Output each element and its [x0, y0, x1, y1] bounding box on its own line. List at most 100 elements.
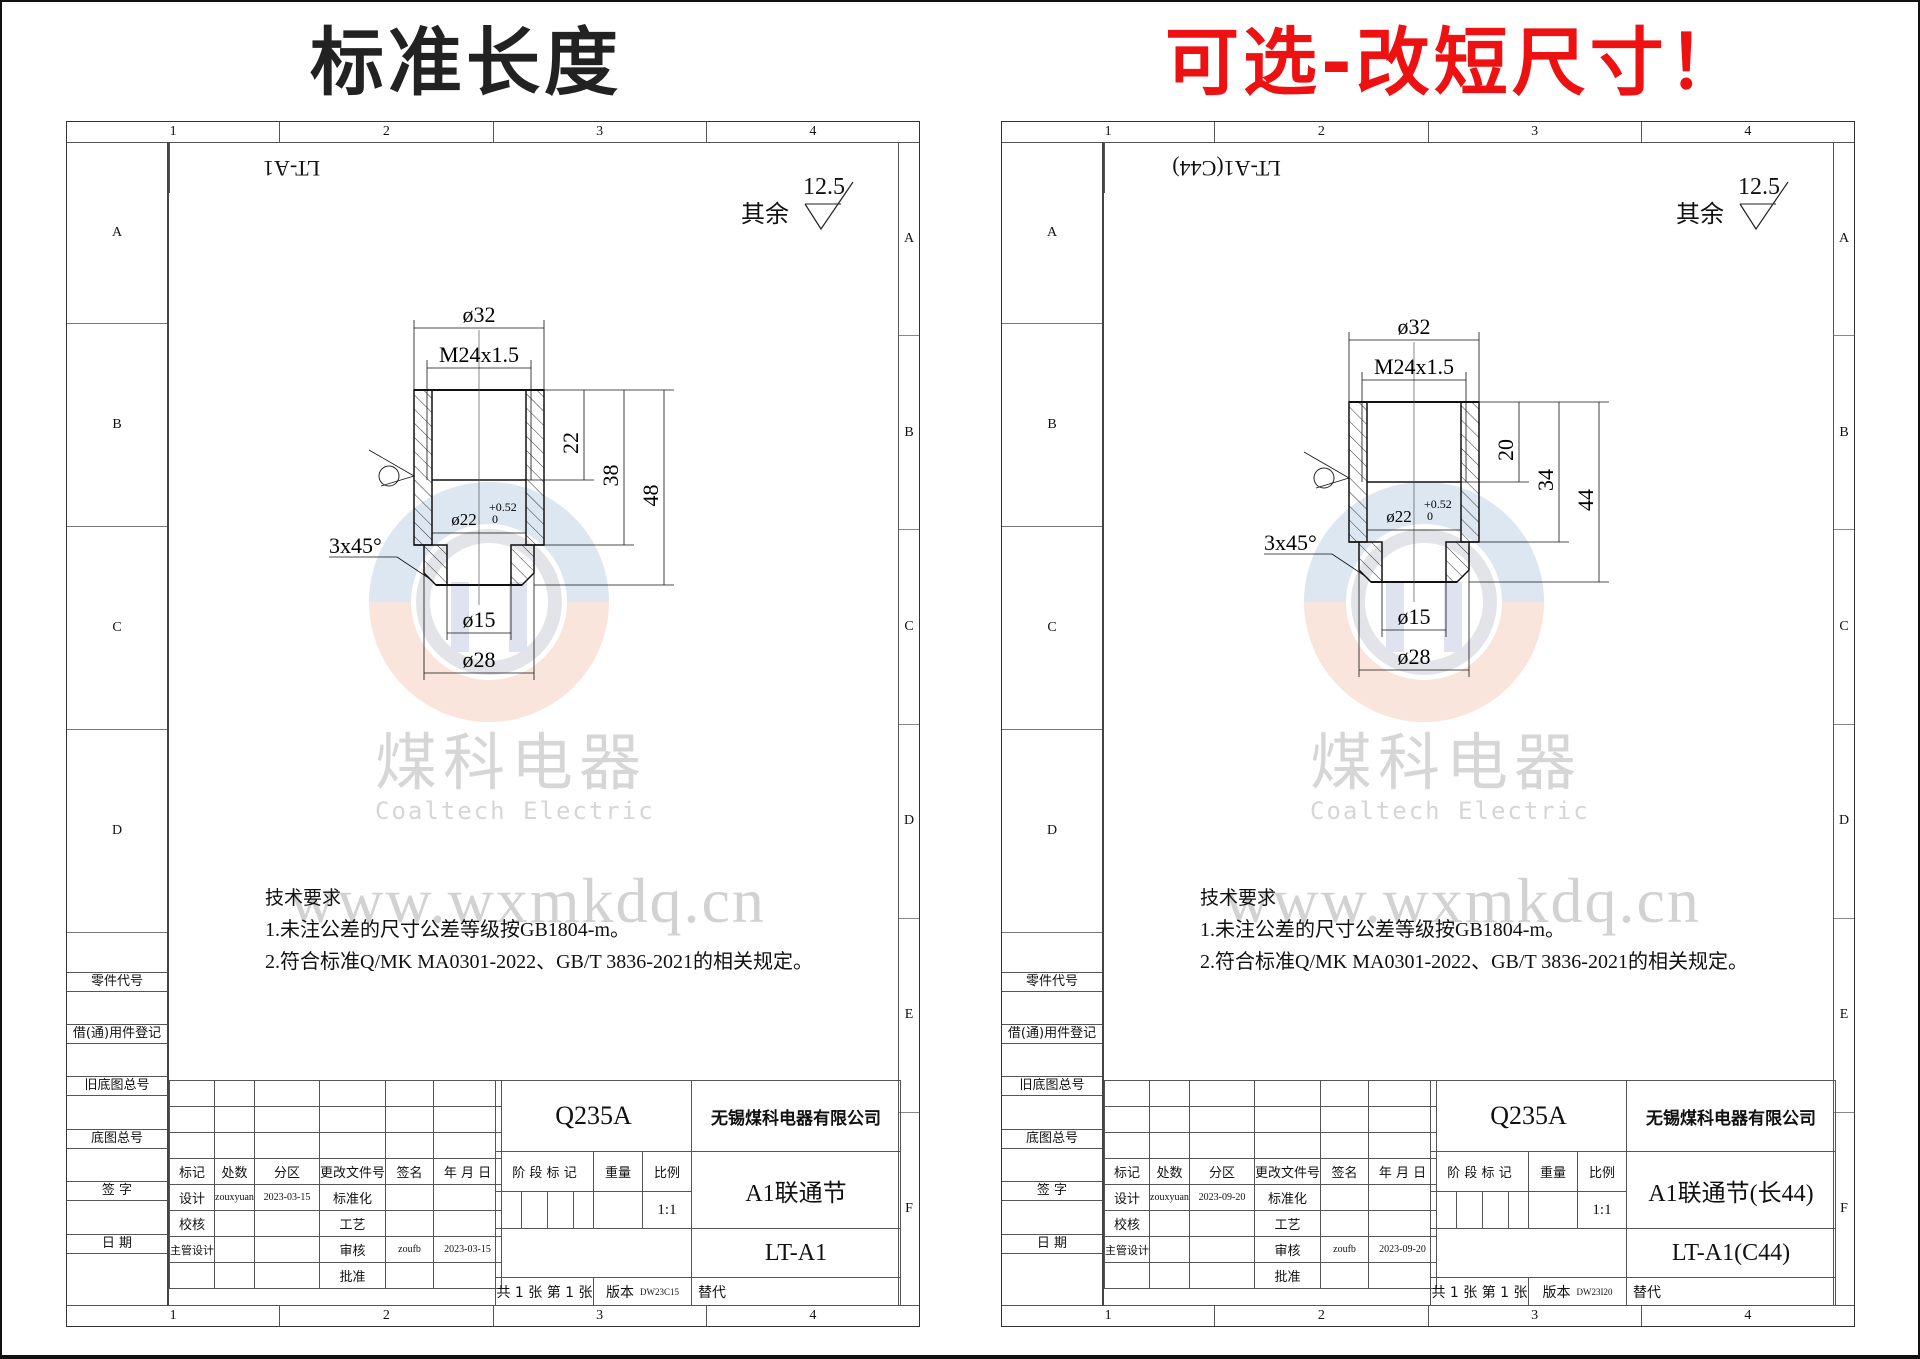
- roughness-triangle-icon: [1739, 181, 1789, 231]
- check-label: 校核: [1104, 1210, 1150, 1237]
- review-label: 审核: [1253, 1236, 1322, 1263]
- review-date: 2023-09-20: [1368, 1236, 1438, 1263]
- weight-label: 重量: [1528, 1151, 1578, 1192]
- signature-label: 签 字: [1002, 1181, 1102, 1201]
- base-drawing-label: 底图总号: [1002, 1129, 1102, 1149]
- row-label: A: [67, 142, 167, 324]
- borrowed-part-label: 借(通)用件登记: [67, 1024, 167, 1044]
- column-label: 4: [1744, 1308, 1752, 1323]
- column-label: 4: [809, 124, 817, 139]
- process-label: 工艺: [318, 1210, 387, 1237]
- date-label: 日 期: [1002, 1234, 1102, 1254]
- technical-requirements: 技术要求 1.未注公差的尺寸公差等级按GB1804-m。 2.符合标准Q/MK …: [265, 882, 813, 978]
- column-ruler-top: 1 2 3 4: [1002, 122, 1854, 143]
- scale-value: 1:1: [1577, 1191, 1627, 1229]
- row-label: F: [905, 1201, 913, 1217]
- version-value: DW23I20: [1576, 1286, 1613, 1297]
- watermark-url: www.wxmkdq.cn: [289, 865, 766, 936]
- row-ruler-right: A B C D E F: [1833, 142, 1854, 1306]
- row-label: A: [1002, 142, 1102, 324]
- version-label: 版本: [606, 1284, 634, 1301]
- revision-approval-table: 标记 处数 分区 更改文件号 签名 年 月 日 设计 zouxyuan 2023…: [1104, 1080, 1438, 1289]
- company-name: 无锡煤科电器有限公司: [1626, 1080, 1836, 1152]
- drawing-number: LT-A1: [691, 1228, 901, 1278]
- row-label: D: [1834, 725, 1854, 919]
- column-label: 2: [280, 122, 494, 142]
- surface-roughness-note: 其余 12.5: [1676, 174, 1806, 244]
- dimension-neck-diameter: ø28: [463, 647, 496, 672]
- roughness-label: 其余: [1676, 200, 1724, 228]
- watermark-url: www.wxmkdq.cn: [1224, 865, 1701, 936]
- version-cell: 版本 DW23C15: [593, 1277, 692, 1306]
- dimension-thread-depth: 20: [1493, 439, 1518, 461]
- review-date: 2023-03-15: [433, 1236, 503, 1263]
- drawing-sheet-shortened: 1 2 3 4 1 2 3 4 A B C D E F A B C D 零件代号…: [1001, 121, 1855, 1327]
- column-label: 4: [1744, 124, 1752, 139]
- revision-header-row: 标记 处数 分区 更改文件号 签名 年 月 日: [1104, 1158, 1438, 1185]
- header-change-doc: 更改文件号: [318, 1158, 387, 1185]
- signature-label: 签 字: [67, 1181, 167, 1201]
- column-ruler-bottom: 1 2 3 4: [67, 1305, 919, 1326]
- header-count: 处数: [1149, 1158, 1190, 1185]
- column-label: 3: [1429, 1306, 1642, 1326]
- row-ruler-right: A B C D E F: [898, 142, 919, 1306]
- row-label: F: [1840, 1201, 1848, 1217]
- weight-label: 重量: [593, 1151, 643, 1192]
- chief-design-label: 主管设计: [169, 1236, 215, 1263]
- left-register-strip: A B C D 零件代号 借(通)用件登记 旧底图总号 底图总号 签 字 日 期: [67, 142, 169, 1306]
- revision-approval-table: 标记 处数 分区 更改文件号 签名 年 月 日 设计 zouxyuan 2023…: [169, 1080, 503, 1289]
- version-cell: 版本 DW23I20: [1528, 1277, 1627, 1306]
- dimension-bore-diameter: ø22: [1386, 507, 1412, 526]
- company-name: 无锡煤科电器有限公司: [691, 1080, 901, 1152]
- dimension-bore-diameter: ø22: [451, 510, 477, 529]
- designer-name: zouxyuan: [1149, 1184, 1190, 1211]
- title-block: 标记 处数 分区 更改文件号 签名 年 月 日 设计 zouxyuan 2023…: [169, 1080, 901, 1306]
- header-count: 处数: [214, 1158, 255, 1185]
- left-register-strip: A B C D 零件代号 借(通)用件登记 旧底图总号 底图总号 签 字 日 期: [1002, 142, 1104, 1306]
- scale-label: 比例: [1577, 1151, 1627, 1192]
- dimension-thread: M24x1.5: [1374, 354, 1454, 379]
- row-label: D: [899, 725, 919, 919]
- dimension-chamfer: 3x45°: [329, 533, 382, 558]
- roughness-value: 12.5: [803, 174, 845, 200]
- row-label: C: [899, 530, 919, 725]
- row-label: C: [67, 526, 167, 730]
- roughness-triangle-icon: [804, 181, 854, 231]
- requirement-item: 2.符合标准Q/MK MA0301-2022、GB/T 3836-2021的相关…: [1200, 951, 1748, 973]
- header-change-doc: 更改文件号: [1253, 1158, 1322, 1185]
- roughness-label: 其余: [741, 200, 789, 228]
- date-label: 日 期: [67, 1234, 167, 1254]
- part-name: A1联通节(长44): [1626, 1151, 1836, 1229]
- column-ruler-top: 1 2 3 4: [67, 122, 919, 143]
- part-code-label: 零件代号: [67, 972, 167, 992]
- dimension-outer-diameter: ø32: [463, 302, 496, 327]
- design-label: 设计: [169, 1184, 215, 1211]
- mirrored-code-box: LT-A1: [169, 142, 413, 193]
- requirement-item: 2.符合标准Q/MK MA0301-2022、GB/T 3836-2021的相关…: [265, 951, 813, 973]
- headline-standard-length: 标准长度: [310, 20, 622, 106]
- dimension-bore-depth: 38: [598, 465, 623, 487]
- column-ruler-bottom: 1 2 3 4: [1002, 1305, 1854, 1326]
- column-label: 3: [494, 1306, 707, 1326]
- scale-value: 1:1: [642, 1191, 692, 1229]
- requirements-title: 技术要求: [265, 887, 342, 909]
- drawing-sheet-standard: 1 2 3 4 1 2 3 4 A B C D E F A B C D 零件代号…: [66, 121, 920, 1327]
- check-label: 校核: [169, 1210, 215, 1237]
- designer-name: zouxyuan: [214, 1184, 255, 1211]
- row-label: B: [1834, 336, 1854, 531]
- approve-label: 批准: [318, 1262, 387, 1289]
- column-label: 3: [1429, 122, 1642, 142]
- dimension-chamfer: 3x45°: [1264, 530, 1317, 555]
- surface-roughness-note: 其余 12.5: [741, 174, 871, 244]
- old-base-drawing-label: 旧底图总号: [67, 1076, 167, 1096]
- technical-requirements: 技术要求 1.未注公差的尺寸公差等级按GB1804-m。 2.符合标准Q/MK …: [1200, 882, 1748, 978]
- standardize-label: 标准化: [1253, 1184, 1322, 1211]
- title-block-main: Q235A 无锡煤科电器有限公司 阶 段 标 记 重量 比例 1:1 A1联通节…: [495, 1080, 901, 1306]
- row-label: B: [899, 336, 919, 531]
- header-signature: 签名: [1320, 1158, 1370, 1185]
- column-label: 1: [1002, 122, 1216, 142]
- column-label: 1: [67, 122, 281, 142]
- dimension-outer-diameter: ø32: [1398, 314, 1431, 339]
- watermark-brand-en: Coaltech Electric: [1310, 797, 1590, 825]
